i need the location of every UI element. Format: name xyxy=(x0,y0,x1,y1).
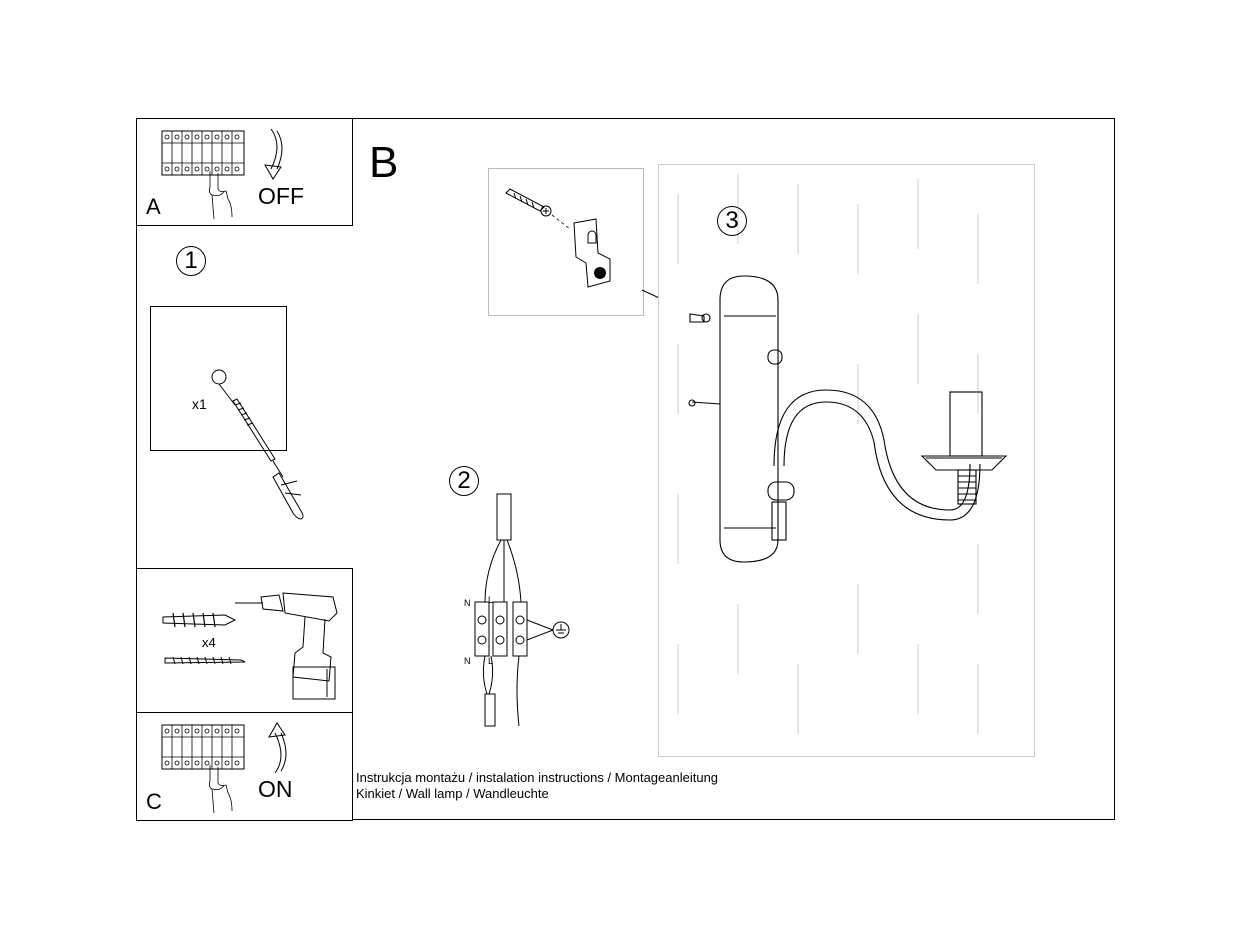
up-arrow-icon xyxy=(268,722,287,774)
breaker-box-icon xyxy=(161,724,245,814)
long-screw-icon xyxy=(164,656,246,665)
panel-a-power-off: OFF A xyxy=(136,118,353,226)
terminal-label-n-bottom: N xyxy=(464,656,471,666)
down-arrow-icon xyxy=(264,128,283,180)
instruction-sheet-frame xyxy=(136,118,1115,820)
panel-b-letter: B xyxy=(369,138,399,187)
mounting-bracket-detail xyxy=(488,168,644,316)
wall-lamp-illustration xyxy=(688,275,1008,563)
wall-texture-lines xyxy=(677,174,979,734)
wall-plug-icon xyxy=(162,612,237,628)
off-label: OFF xyxy=(258,183,304,209)
terminal-block-wiring-diagram xyxy=(474,493,570,727)
on-label: ON xyxy=(258,776,293,802)
tools-panel: x4 xyxy=(136,568,353,713)
step-1-number: 1 xyxy=(176,246,206,276)
step-1-quantity: x1 xyxy=(192,396,207,412)
terminal-label-l-top: L xyxy=(488,595,494,605)
tools-quantity: x4 xyxy=(202,635,216,650)
power-drill-icon xyxy=(235,592,338,700)
wall-mount-area xyxy=(658,164,1035,757)
panel-c-letter: C xyxy=(146,789,162,814)
step-2-number: 2 xyxy=(449,466,479,496)
step-3-number: 3 xyxy=(717,206,747,236)
panel-a-letter: A xyxy=(146,194,161,219)
caption-line-2: Kinkiet / Wall lamp / Wandleuchte xyxy=(356,786,549,801)
step-1-drill-wall-box xyxy=(150,306,287,451)
terminal-label-l-bottom: L xyxy=(488,656,494,666)
breaker-box-icon xyxy=(161,130,245,220)
step-1-anchor-screw-icon xyxy=(211,369,304,520)
terminal-label-n-top: N xyxy=(464,598,471,608)
panel-c-power-on: ON C xyxy=(136,712,353,821)
caption-line-1: Instrukcja montażu / instalation instruc… xyxy=(356,770,719,785)
mounting-bracket-icon xyxy=(505,188,611,288)
